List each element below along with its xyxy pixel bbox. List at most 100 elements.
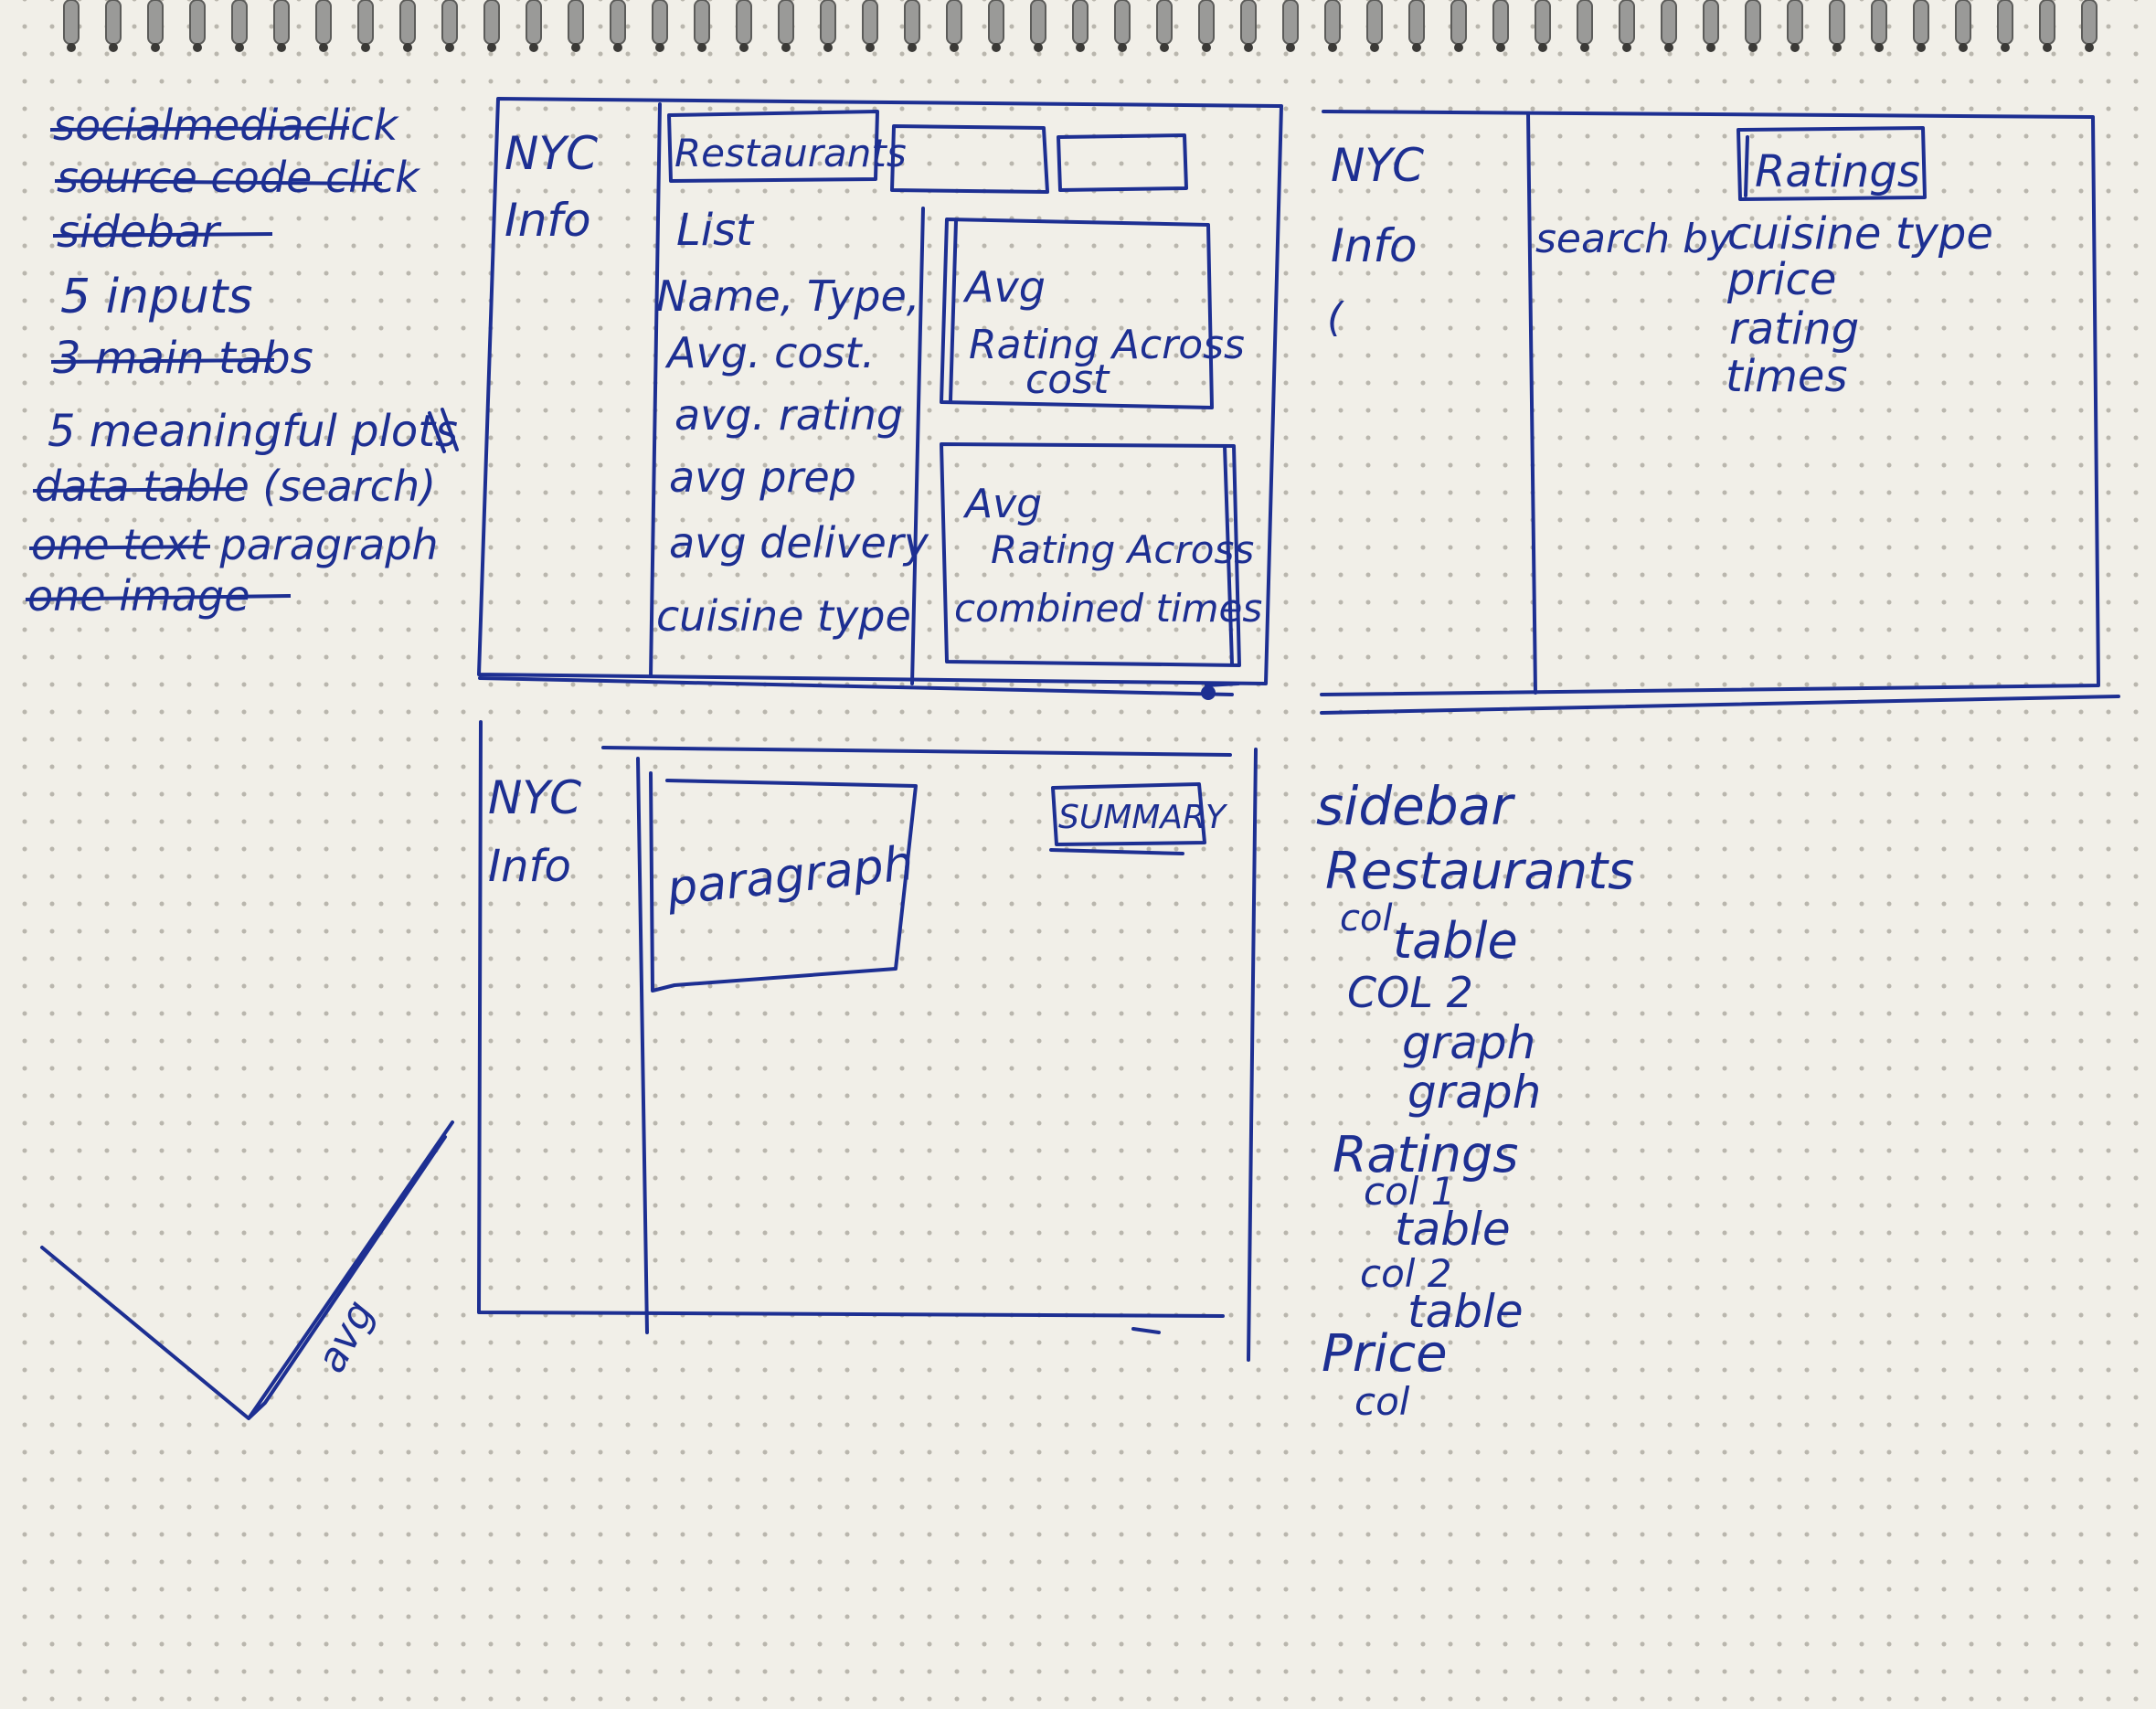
sidebar-item-extra: (: [1327, 294, 1344, 341]
binding-hole: [1875, 43, 1884, 52]
binding-hole: [866, 43, 875, 52]
outline-item-8: table: [1395, 1203, 1511, 1256]
binding-hole: [151, 43, 160, 52]
search-option-1: price: [1726, 254, 1836, 305]
double-mark: [428, 408, 459, 453]
tab-restaurants-label: Restaurants: [674, 131, 907, 175]
binding-hole: [1454, 43, 1463, 52]
strikethrough-7: [28, 545, 211, 550]
binding-hole: [1160, 43, 1169, 52]
binding-hole: [950, 43, 959, 52]
outline-item-4: graph: [1402, 1016, 1535, 1069]
list-title: List: [676, 205, 755, 256]
binding-hole: [403, 43, 412, 52]
checkmark-icon: avg: [40, 1120, 454, 1420]
graph-top-line-0: Avg: [962, 262, 1046, 312]
binding-hole: [1748, 43, 1758, 52]
strikethrough-6: [32, 487, 243, 493]
binding-hole: [2043, 43, 2052, 52]
binding-hole: [235, 43, 244, 52]
spiral-binding: [63, 0, 2098, 52]
strikethrough-4: [50, 358, 275, 364]
list-item-2: avg. rating: [674, 390, 903, 440]
sidebar-item-info: Info: [504, 194, 591, 247]
structure-outline: sidebar Restaurants col table COL 2 grap…: [1316, 775, 1634, 1424]
sidebar-divider: [636, 757, 649, 1334]
binding-hole: [613, 43, 622, 52]
wireframe-restaurants: NYC Info Restaurants List Name, Type, Av…: [477, 97, 1283, 700]
binding-hole: [1202, 43, 1211, 52]
outline-item-10: table: [1407, 1285, 1524, 1338]
paragraph-label: paragraph: [664, 836, 916, 917]
search-option-0: cuisine type: [1727, 208, 1993, 260]
sidebar-item-nyc: NYC: [488, 771, 581, 824]
checklist-item-5: 5 meaningful plots: [48, 406, 458, 457]
list-item-0: Name, Type,: [656, 271, 919, 321]
column-divider: [910, 207, 925, 685]
binding-hole: [992, 43, 1001, 52]
frame-outline: [477, 720, 1225, 1318]
binding-hole: [1328, 43, 1337, 52]
strikethrough-0: [49, 126, 350, 132]
outline-item-9: col 2: [1360, 1251, 1452, 1296]
sidebar-item-info: Info: [488, 841, 571, 892]
list-item-1: Avg. cost.: [664, 328, 875, 377]
tab-ratings: [1736, 126, 1927, 201]
binding-hole: [823, 43, 833, 52]
binding-hole: [1286, 43, 1295, 52]
sidebar-item-nyc: NYC: [1331, 139, 1424, 192]
graph-bottom-line-2: combined times: [954, 586, 1262, 631]
outline-item-11: Price: [1322, 1324, 1448, 1384]
binding-hole: [1832, 43, 1842, 52]
sidebar-item-nyc: NYC: [504, 127, 598, 180]
binding-hole: [781, 43, 791, 52]
outline-item-3: COL 2: [1347, 968, 1473, 1017]
tab-ratings-label: Ratings: [1755, 146, 1920, 197]
input-box-2: [1057, 133, 1188, 192]
checklist-item-1: source code click: [57, 153, 421, 202]
outline-item-2-inline: table: [1393, 912, 1518, 970]
binding-hole: [1664, 43, 1673, 52]
binding-hole: [2001, 43, 2010, 52]
list-item-4: avg delivery: [669, 518, 929, 568]
binding-hole: [1118, 43, 1127, 52]
graph-bottom-line-1: Rating Across: [991, 527, 1254, 572]
checklist-item-3: 5 inputs: [60, 270, 252, 324]
binding-hole: [2085, 43, 2094, 52]
binding-hole: [67, 43, 76, 52]
graph-bottom-line-0: Avg: [962, 481, 1042, 527]
binding-hole: [1034, 43, 1043, 52]
binding-hole: [1370, 43, 1379, 52]
binding-hole: [1538, 43, 1547, 52]
graph-box-bottom-edge: [1223, 444, 1234, 665]
tick-note: avg: [308, 1293, 384, 1380]
binding-hole: [571, 43, 580, 52]
wireframe-summary: NYC Info paragraph SUMMARY: [477, 720, 1258, 1362]
tab-restaurants: [667, 110, 879, 183]
paragraph-box: [649, 771, 918, 992]
outline-item-1: Restaurants: [1325, 842, 1634, 901]
binding-hole: [739, 43, 749, 52]
binding-hole: [697, 43, 706, 52]
requirements-checklist: socialmediaclick source code click sideb…: [25, 101, 459, 621]
checklist-item-7: one text paragraph: [31, 520, 439, 569]
sidebar-item-info: Info: [1331, 219, 1418, 272]
binding-hole: [109, 43, 118, 52]
binding-hole: [361, 43, 370, 52]
binding-hole: [319, 43, 328, 52]
binding-hole: [1790, 43, 1800, 52]
checklist-item-2: sidebar: [57, 207, 222, 258]
tab-summary: [1051, 782, 1206, 846]
strikethrough-1: [54, 179, 383, 186]
binding-hole: [487, 43, 496, 52]
frame-right-edge: [1247, 748, 1258, 1362]
binding-hole: [1706, 43, 1715, 52]
graph-box-top: [940, 218, 1214, 409]
frame-bottom-edge: [478, 676, 1240, 696]
frame-bottom-edge: [1320, 695, 2120, 715]
tab-summary-label: SUMMARY: [1058, 799, 1228, 836]
frame-outline: [1320, 110, 2100, 696]
sidebar-divider: [1526, 111, 1537, 695]
graph-top-line-1: Rating Across: [969, 322, 1245, 368]
outline-item-0: sidebar: [1316, 775, 1515, 837]
